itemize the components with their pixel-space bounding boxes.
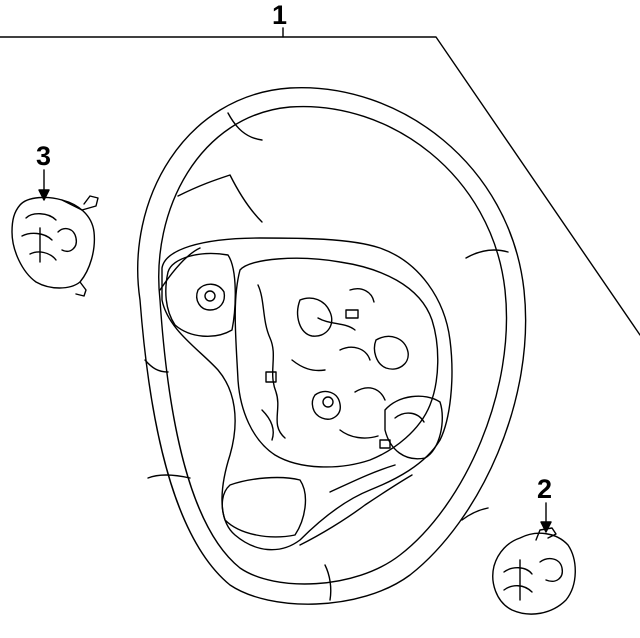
left-switch-icon bbox=[11, 195, 99, 297]
group-boundary bbox=[0, 36, 640, 336]
right-switch-icon bbox=[492, 527, 576, 615]
callout-2: 2 bbox=[537, 474, 553, 504]
leader-arrow-3 bbox=[38, 189, 50, 201]
callout-3: 3 bbox=[36, 141, 52, 171]
callout-1: 1 bbox=[272, 0, 288, 30]
leader-arrow-2 bbox=[540, 521, 552, 533]
steering-wheel-icon bbox=[137, 87, 527, 605]
